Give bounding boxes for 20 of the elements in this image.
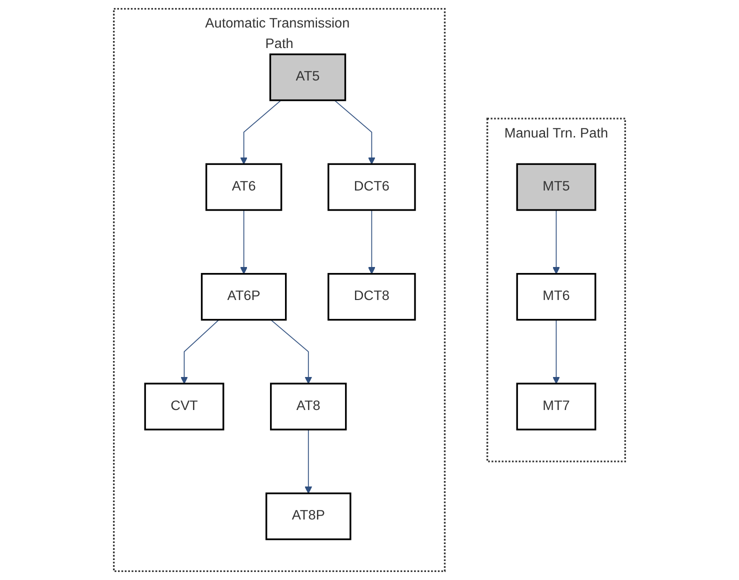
arrow — [270, 319, 312, 384]
node-box: AT6 — [205, 163, 282, 211]
node-box: MT7 — [516, 382, 596, 430]
node-box: AT6P — [200, 272, 287, 321]
arrow — [368, 210, 376, 274]
node-box: AT5 — [269, 53, 346, 102]
node-box: DCT8 — [328, 272, 416, 321]
node-box: AT8P — [265, 492, 352, 540]
arrow — [180, 319, 220, 384]
node-box: AT8 — [270, 382, 347, 430]
node-box: CVT — [144, 382, 224, 430]
node-box: MT5 — [516, 163, 596, 211]
arrow — [304, 429, 312, 494]
arrow — [334, 100, 376, 164]
node-box: DCT6 — [328, 163, 416, 211]
arrow — [240, 100, 282, 164]
arrow — [552, 319, 560, 384]
node-box: MT6 — [516, 272, 596, 321]
arrow — [240, 210, 248, 274]
arrow — [552, 210, 560, 274]
